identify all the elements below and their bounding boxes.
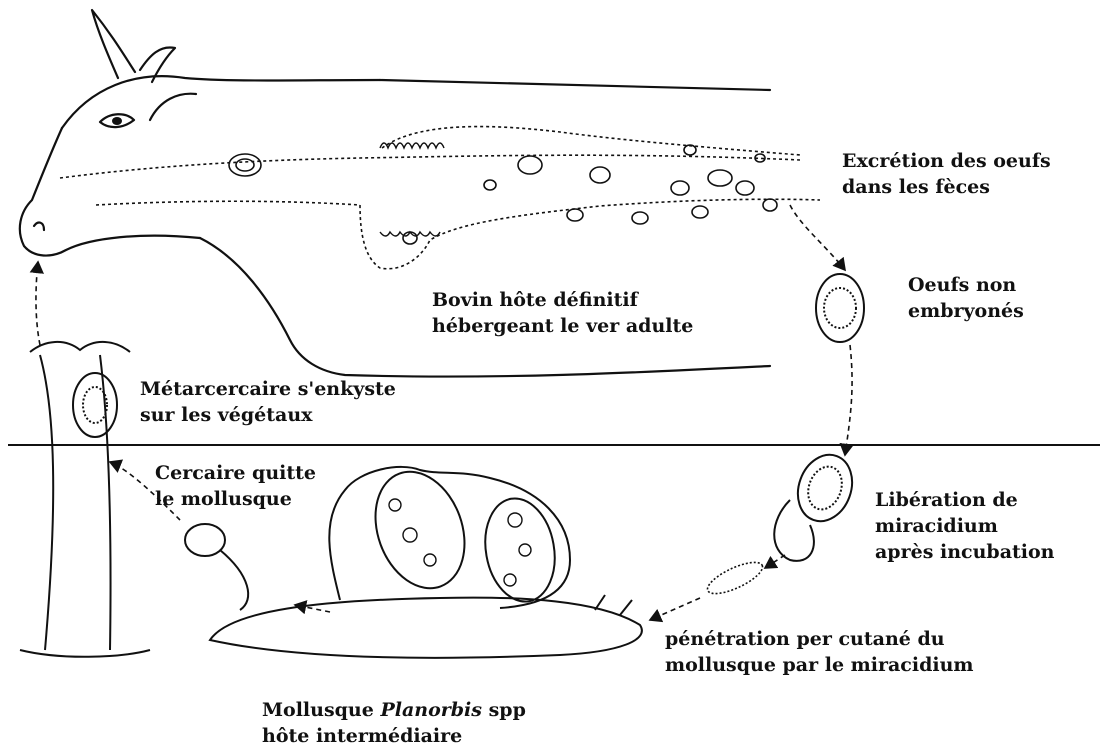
label-mollusc-host: Mollusque Planorbis spp hôte intermédiai… [262,697,526,748]
cow-nostril [34,223,44,230]
label-penetration-line2: mollusque par le miracidium [665,652,974,678]
cow-ear [150,94,196,120]
label-miracidium-release-line3: après incubation [875,539,1055,565]
cow-head-outline [62,76,380,128]
unembryonated-egg [816,274,864,342]
label-eggs-line1: Oeufs non [908,272,1024,298]
arrow-metacercaria-to-cow [36,262,40,345]
label-excretion: Excrétion des oeufs dans les fèces [842,148,1051,200]
label-bovine-host-line2: hébergeant le ver adulte [432,313,693,339]
label-mollusc-host-line1: Mollusque Planorbis spp [262,697,526,723]
label-mollusc-host-line2: hôte intermédiaire [262,723,526,748]
arrow-miracidium-to-snail [650,598,700,620]
label-mollusc-prefix: Mollusque [262,699,380,721]
arrow-eggs-to-water [845,345,852,455]
label-miracidium-release-line2: miracidium [875,513,1055,539]
label-penetration-line1: pénétration per cutané du [665,626,974,652]
label-excretion-line1: Excrétion des oeufs [842,148,1051,174]
label-miracidium-release: Libération de miracidium après incubatio… [875,487,1055,565]
label-penetration: pénétration per cutané du mollusque par … [665,626,974,678]
label-cercaria-line1: Cercaire quitte [155,460,316,486]
label-eggs-line2: embryonés [908,298,1024,324]
label-excretion-line2: dans les fèces [842,174,1051,200]
arrow-excretion-to-eggs [790,205,845,270]
sporocysts-rediae [389,499,531,586]
label-mollusc-suffix: spp [482,699,526,721]
metacercaria-cyst [73,373,117,437]
arrow-to-miracidium [765,555,785,568]
cow-back [380,80,770,90]
snail-shell [329,467,570,608]
cow-face [20,128,200,256]
miracidium [704,556,767,599]
snail-organ [360,459,480,600]
digestive-tract [60,127,820,269]
label-miracidium-release-line1: Libération de [875,487,1055,513]
label-mollusc-genus: Planorbis [380,699,482,721]
hatching-egg [774,447,861,561]
cercaria [185,524,248,610]
cow-horn [92,10,135,78]
label-metacercaria-line1: Métarcercaire s'enkyste [140,376,396,402]
label-bovine-host: Bovin hôte définitif hébergeant le ver a… [432,287,693,339]
eggs-in-intestine [229,145,777,244]
label-cercaria-line2: le mollusque [155,486,316,512]
label-metacercaria: Métarcercaire s'enkyste sur les végétaux [140,376,396,428]
aquatic-plant [20,342,150,657]
snail-tentacle [595,595,605,610]
label-metacercaria-line2: sur les végétaux [140,402,396,428]
label-cercaria: Cercaire quitte le mollusque [155,460,316,512]
label-bovine-host-line1: Bovin hôte définitif [432,287,693,313]
snail-foot [210,598,642,658]
label-eggs: Oeufs non embryonés [908,272,1024,324]
snail-tentacle [620,600,632,615]
